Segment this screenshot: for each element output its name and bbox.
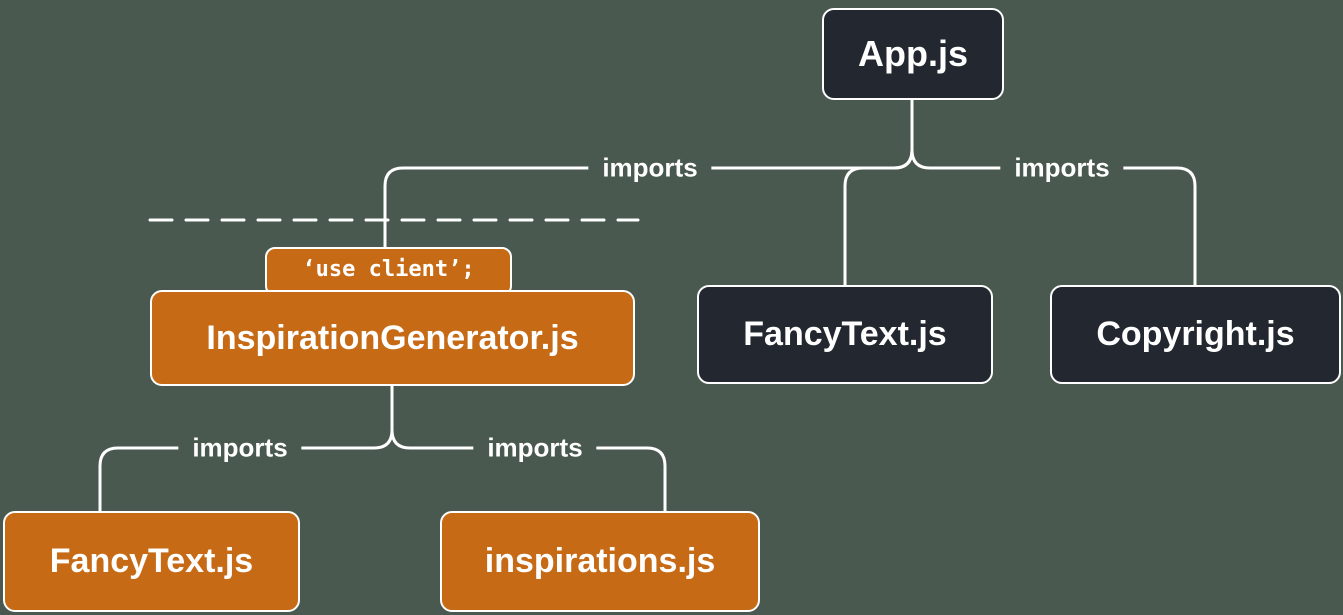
node-label: App.js — [857, 33, 968, 74]
node-copyright-js: Copyright.js — [1050, 285, 1341, 384]
node-inspirations-js: inspirations.js — [440, 511, 760, 612]
node-label: FancyText.js — [49, 542, 254, 580]
edge-label-imports: imports — [588, 150, 712, 186]
node-fancytext-js-client: FancyText.js — [3, 511, 300, 612]
use-client-directive-text: ‘use client’; — [302, 257, 475, 282]
node-label: Copyright.js — [1096, 315, 1295, 353]
node-label: InspirationGenerator.js — [206, 318, 579, 357]
node-label: FancyText.js — [743, 315, 947, 353]
node-inspirationgenerator-js: InspirationGenerator.js — [150, 290, 635, 386]
edge-label-imports: imports — [178, 430, 302, 466]
use-client-directive-badge: ‘use client’; — [265, 247, 512, 296]
edge-label-imports: imports — [473, 430, 597, 466]
edge-app-to-fancytext — [843, 98, 914, 289]
node-app-js: App.js — [822, 8, 1004, 100]
node-label: inspirations.js — [484, 542, 716, 580]
edge-label-imports: imports — [1000, 150, 1124, 186]
edge-app-to-copyright — [910, 98, 1197, 289]
node-fancytext-js-server: FancyText.js — [697, 285, 993, 384]
